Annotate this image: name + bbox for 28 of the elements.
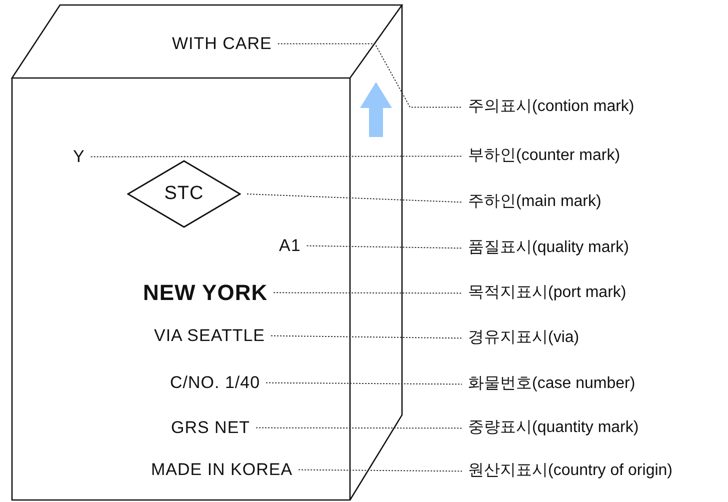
shipping-mark-text: MADE IN KOREA [151,460,293,480]
shipping-mark-text: A1 [279,236,301,256]
mark-text: STC [163,183,205,205]
shipping-mark-text: GRS NET [171,418,250,438]
mark-name-label: 품질표시(quality mark) [468,239,629,258]
leader-line [277,43,462,108]
leader-line [90,156,462,158]
leader-line [306,245,462,249]
shipping-mark-text: WITH CARE [172,34,272,54]
mark-name-label: 경유지표시(via) [468,329,580,348]
leader-line [266,382,462,385]
mark-name-label: 화물번호(case number) [468,375,636,394]
leader-line [273,292,462,294]
mark-name-label: 부하인(counter mark) [468,147,620,166]
leader-line [256,427,462,429]
shipping-mark-text: C/NO. 1/40 [170,373,260,393]
main-mark-diamond [127,160,241,228]
mark-name-label: 원산지표시(country of origin) [468,462,672,480]
leader-line [246,194,462,203]
mark-name-label: 목적지표시(port mark) [468,284,626,302]
leader-line [298,469,462,472]
mark-name-label: 주의표시(contion mark) [468,98,634,116]
shipping-mark-text: Y [73,147,85,167]
shipping-mark-text: VIA SEATTLE [154,326,266,346]
mark-name-label: 중량표시(quantity mark) [468,419,639,438]
shipping-mark-text: NEW YORK [143,280,268,306]
leader-line [270,335,462,339]
mark-name-label: 주하인(main mark) [468,193,602,212]
